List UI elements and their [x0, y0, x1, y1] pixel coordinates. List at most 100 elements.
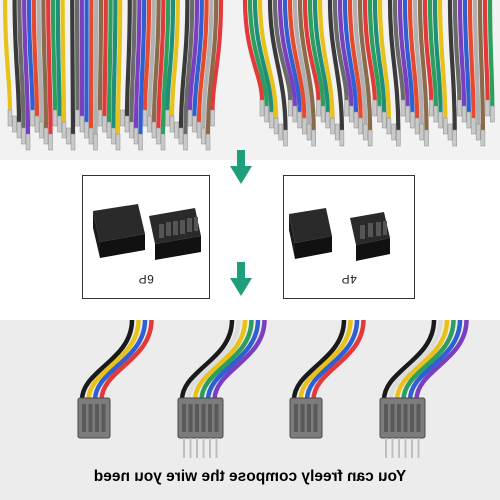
crimp-terminal	[433, 105, 439, 123]
wire	[120, 0, 128, 111]
wire	[147, 0, 156, 117]
wire	[115, 0, 123, 135]
wire	[407, 0, 420, 119]
wire	[17, 0, 26, 129]
cable-wire	[407, 320, 463, 401]
crimp-terminal	[273, 117, 279, 135]
wire	[187, 0, 200, 111]
crimp-terminal	[414, 117, 420, 135]
wire	[183, 0, 195, 135]
wire	[282, 0, 302, 113]
crimp-terminal	[79, 115, 85, 133]
wire	[397, 0, 410, 107]
cable-wire	[99, 320, 154, 401]
wire	[392, 0, 406, 101]
housing-slot	[384, 404, 388, 432]
down-arrow-icon	[230, 262, 252, 296]
housing-slot	[88, 404, 93, 432]
crimp-terminal	[16, 121, 22, 139]
crimp-terminal	[93, 133, 98, 151]
wire	[36, 0, 44, 123]
crimp-terminal	[21, 127, 26, 145]
crimp-terminal	[381, 111, 387, 129]
wire	[12, 0, 22, 123]
housing-slot	[214, 404, 219, 432]
wire	[457, 0, 467, 107]
crimp-terminal	[447, 123, 453, 141]
cable-wire	[401, 320, 456, 401]
crimp-terminal	[485, 99, 490, 117]
header-pin	[209, 438, 211, 458]
header-pin	[385, 438, 387, 458]
crimp-terminal	[138, 133, 143, 151]
wire	[106, 0, 113, 123]
cable-wire	[192, 320, 248, 401]
assembled-cables-photo	[0, 320, 500, 500]
crimp-terminal	[201, 127, 206, 145]
cable-wire	[304, 320, 360, 401]
wire	[342, 0, 359, 113]
wire	[93, 0, 99, 135]
wire	[367, 0, 382, 107]
crimp-terminal	[183, 133, 188, 151]
wire	[277, 0, 297, 107]
wire	[205, 0, 219, 135]
header-pin	[404, 438, 407, 458]
crimp-terminal	[410, 111, 415, 129]
wire	[165, 0, 176, 111]
crimp-terminal	[115, 133, 121, 151]
wire	[169, 0, 180, 117]
header-pin	[417, 438, 420, 458]
wire	[262, 0, 283, 125]
crimp-terminal	[428, 99, 434, 117]
wire	[46, 0, 53, 135]
wire	[312, 0, 330, 113]
crimp-terminal	[344, 99, 349, 117]
wire	[372, 0, 387, 113]
wire	[447, 0, 457, 131]
wire	[297, 0, 316, 131]
wire	[337, 0, 354, 107]
wire-bundle-illustration	[2, 0, 495, 151]
wire	[151, 0, 161, 123]
crimp-terminal	[102, 115, 107, 133]
crimp-terminal	[151, 121, 157, 139]
crimp-terminal	[178, 127, 184, 145]
crimp-terminal	[278, 123, 284, 141]
wire	[442, 0, 453, 125]
crimp-terminal	[461, 105, 467, 123]
crimp-terminal	[48, 133, 53, 151]
wire	[332, 0, 349, 101]
wire	[302, 0, 321, 101]
housing-slot	[300, 404, 305, 432]
wire	[60, 0, 67, 123]
crimp-terminal	[372, 99, 378, 117]
wire	[257, 0, 279, 119]
crimp-terminal	[367, 129, 373, 147]
housing-slot	[188, 404, 193, 432]
cable-wire	[92, 320, 148, 401]
wire	[55, 0, 62, 117]
crimp-terminal	[187, 109, 193, 127]
wire	[352, 0, 368, 125]
housing-slot	[95, 404, 99, 432]
wire	[347, 0, 363, 119]
wire-bundle-photo	[0, 0, 500, 160]
housing-slot	[208, 404, 212, 432]
wire	[65, 0, 71, 129]
wire	[382, 0, 396, 125]
crimp-terminal	[405, 105, 410, 123]
crimp-terminal	[129, 121, 134, 139]
wire	[156, 0, 166, 129]
wire	[26, 0, 35, 111]
cable-wire	[381, 320, 437, 401]
cable-wire	[212, 320, 267, 401]
crimp-terminal	[106, 121, 112, 139]
wire	[417, 0, 429, 131]
crimp-terminal	[142, 109, 148, 127]
crimp-terminal	[25, 133, 31, 151]
housing-slot	[390, 404, 395, 432]
wire	[124, 0, 132, 117]
connector-box-6p: 6P	[82, 175, 210, 299]
crimp-terminal	[490, 105, 495, 123]
